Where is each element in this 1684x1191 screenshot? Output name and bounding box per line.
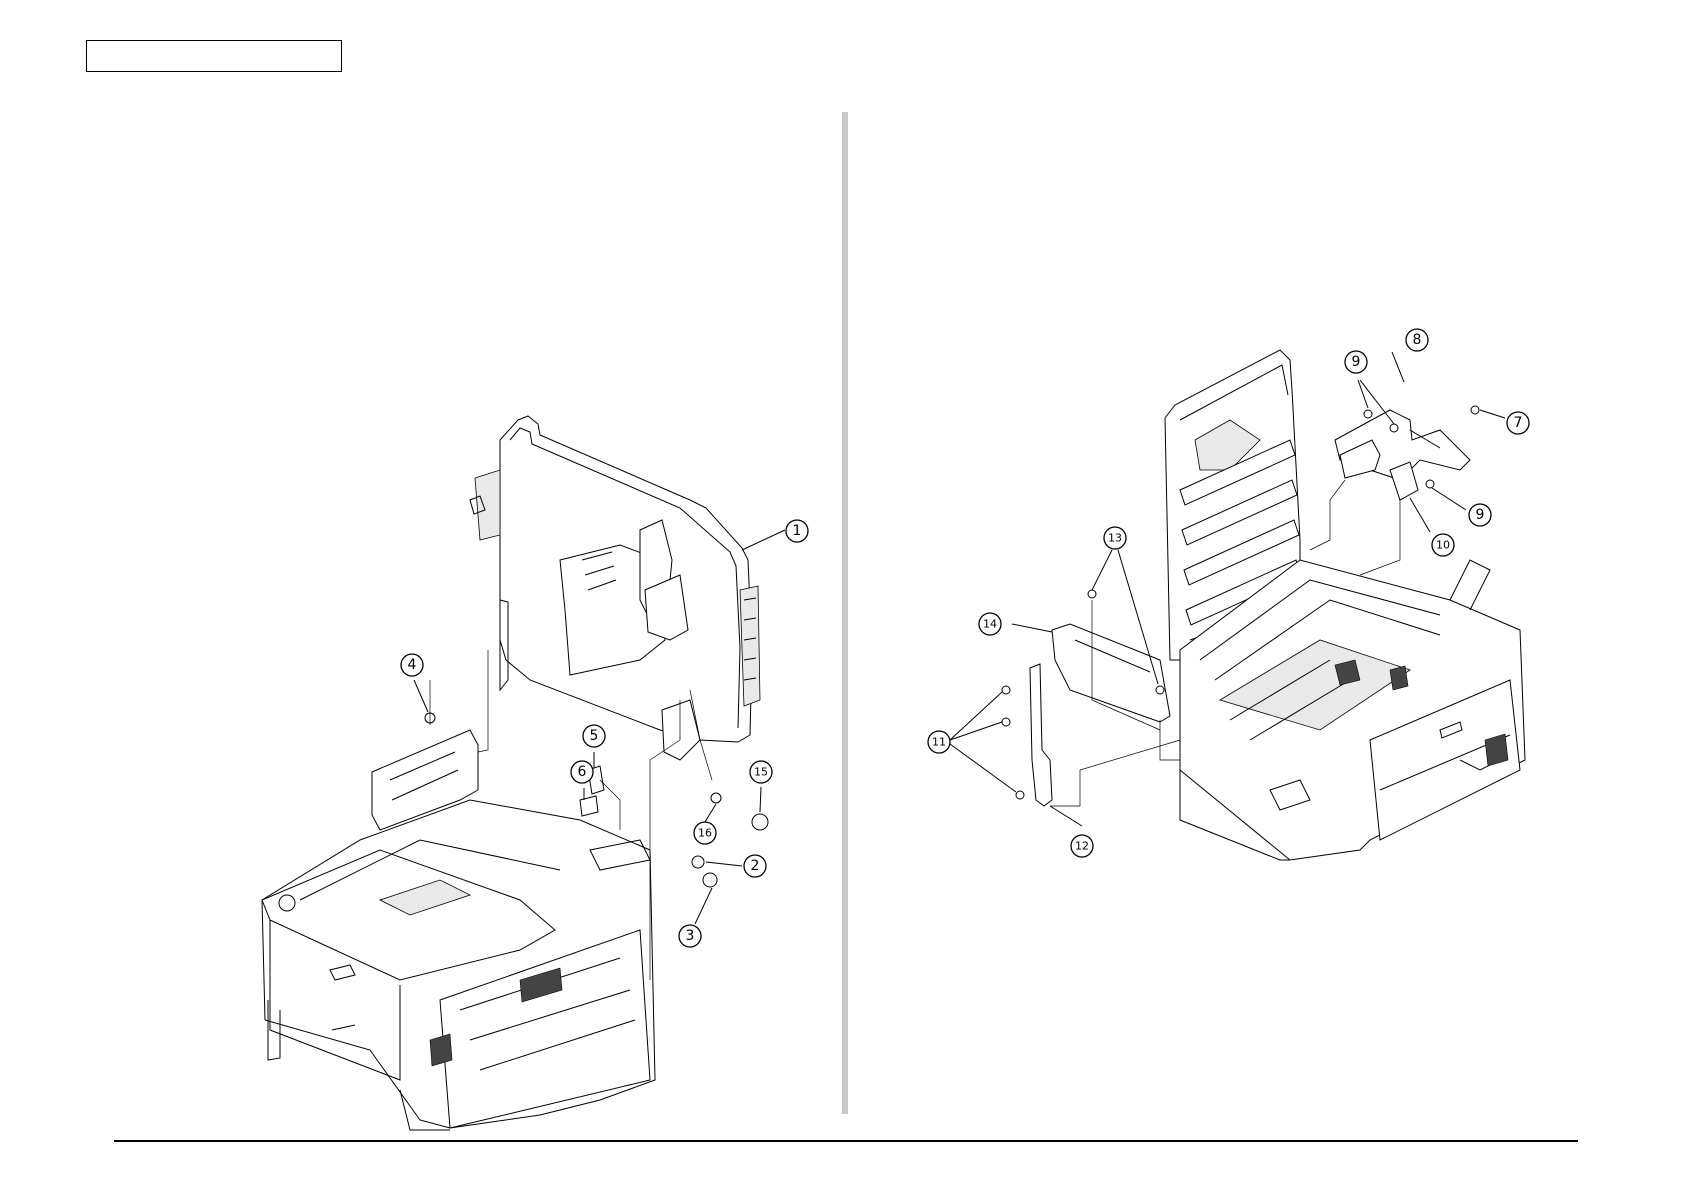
callout-4: 4: [401, 654, 423, 676]
side-plate: [1052, 590, 1170, 722]
callout-label: 10: [1436, 539, 1450, 552]
callout-12: 12: [1071, 835, 1093, 857]
callout-label: 5: [590, 728, 599, 744]
callout-label: 16: [698, 827, 712, 840]
printer-base: [262, 800, 655, 1130]
callout-15: 15: [750, 761, 772, 783]
hinge-bracket-assembly: [1335, 406, 1479, 500]
right-printer-assembly: [950, 350, 1525, 860]
callout-label: 6: [578, 764, 587, 780]
callout-label: 1: [793, 523, 802, 539]
callout-5: 5: [583, 725, 605, 747]
vertical-bracket: [1002, 664, 1052, 806]
callout-label: 11: [932, 736, 946, 749]
callout-10: 10: [1432, 534, 1454, 556]
callout-label: 3: [686, 928, 695, 944]
callout-16: 16: [694, 822, 716, 844]
callout-label: 8: [1413, 332, 1422, 348]
callout-label: 13: [1108, 532, 1122, 545]
callout-label: 15: [754, 766, 768, 779]
callout-label: 4: [408, 657, 417, 673]
left-printer-assembly: [262, 416, 785, 1130]
callout-label: 9: [1352, 354, 1361, 370]
callout-2: 2: [744, 855, 766, 877]
callout-label: 14: [983, 618, 997, 631]
callout-label: 9: [1476, 507, 1485, 523]
callout-9-top: 9: [1345, 351, 1367, 373]
callout-3: 3: [679, 925, 701, 947]
top-cover-part: [470, 416, 760, 780]
callout-8: 8: [1406, 329, 1428, 351]
callout-6: 6: [571, 761, 593, 783]
callout-13: 13: [1104, 527, 1126, 549]
callout-14: 14: [979, 613, 1001, 635]
callout-7: 7: [1507, 412, 1529, 434]
callout-label: 7: [1514, 415, 1523, 431]
callout-9-right: 9: [1469, 504, 1491, 526]
callout-label: 12: [1075, 840, 1089, 853]
callout-1: 1: [786, 520, 808, 542]
callout-11: 11: [928, 731, 950, 753]
callout-label: 2: [751, 858, 760, 874]
